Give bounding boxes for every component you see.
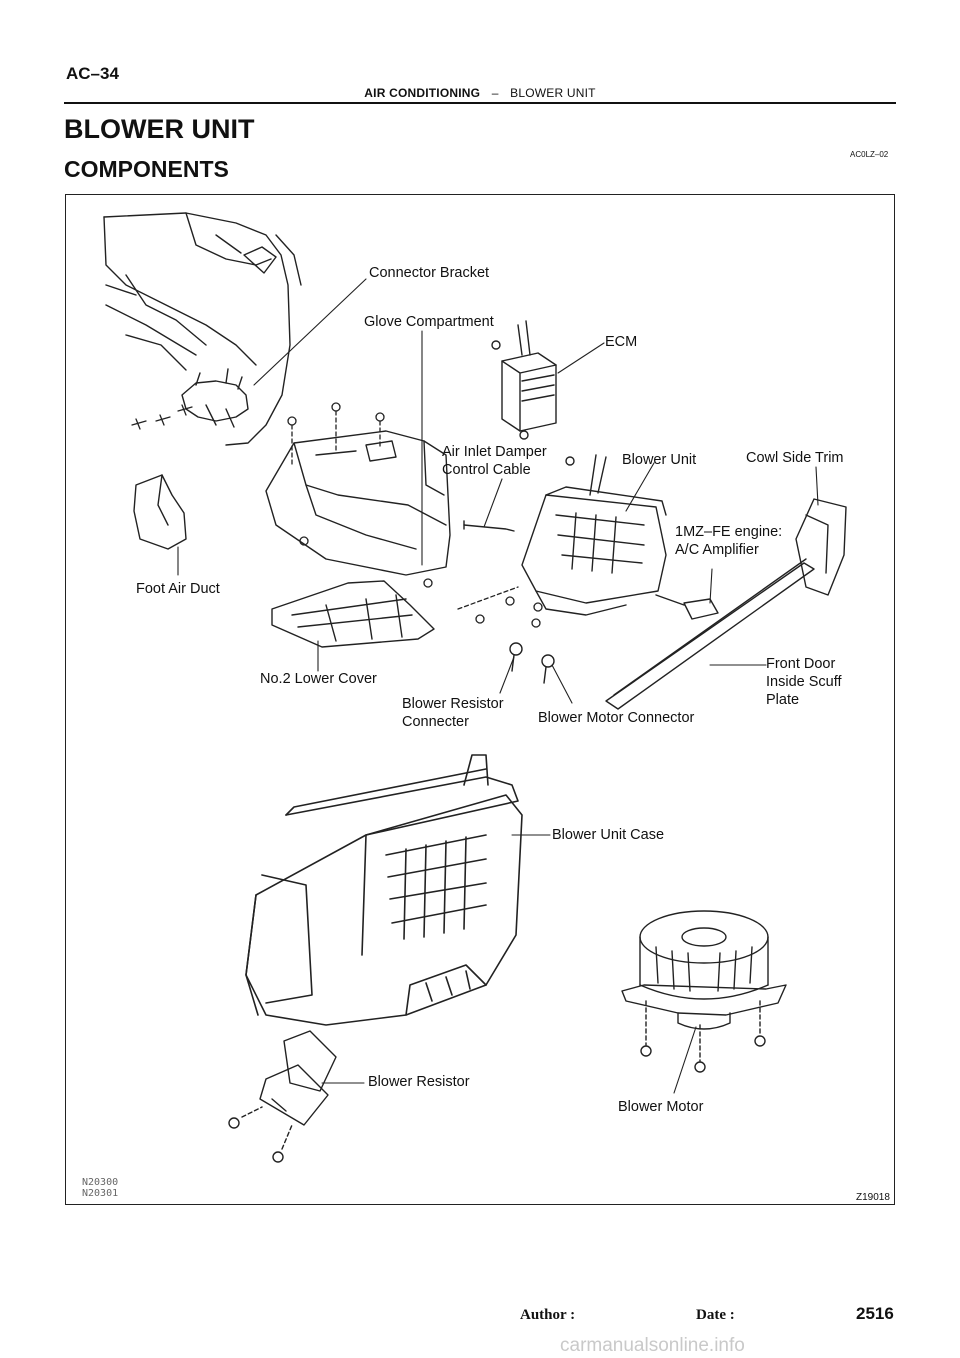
figure-stamp-line2: N20301	[82, 1188, 119, 1199]
leader-lines	[177, 278, 819, 1094]
exploded-diagram	[103, 212, 847, 1163]
section-subtitle: BLOWER UNIT	[510, 86, 596, 100]
scuff-plate-drawing	[605, 558, 815, 710]
components-figure: Connector Bracket Glove Compartment ECM …	[65, 194, 895, 1205]
label-scuff-plate: Front Door Inside Scuff Plate	[766, 655, 842, 709]
label-blower-resistor: Blower Resistor	[368, 1074, 470, 1090]
dashboard-drawing	[103, 212, 302, 446]
bracket-screws	[131, 404, 193, 430]
page-title: BLOWER UNIT	[64, 114, 255, 144]
blower-unit-case-drawing	[245, 754, 523, 1026]
page-subtitle: COMPONENTS	[64, 156, 229, 182]
section-title: AIR CONDITIONING	[364, 86, 481, 100]
footer-author-label: Author :	[520, 1307, 576, 1323]
label-air-inlet-line2: Control Cable	[442, 462, 531, 478]
label-scuff-line3: Plate	[766, 692, 800, 708]
label-cowl-side-trim: Cowl Side Trim	[746, 450, 844, 466]
label-scuff-line2: Inside Scuff	[766, 674, 842, 690]
label-lower-cover: No.2 Lower Cover	[260, 671, 377, 687]
glove-compartment-drawing	[265, 430, 451, 576]
blower-screws	[457, 586, 543, 628]
label-blower-motor-connector: Blower Motor Connector	[538, 710, 695, 726]
cowl-trim-drawing	[795, 498, 847, 596]
glove-screws	[291, 410, 381, 466]
label-blower-resistor-connecter: Blower Resistor Connecter	[402, 695, 504, 731]
blower-resistor-drawing	[228, 1030, 337, 1163]
label-resistor-conn-line2: Connecter	[402, 714, 469, 730]
section-header: AIR CONDITIONING – BLOWER UNIT	[0, 86, 960, 100]
label-glove-compartment: Glove Compartment	[364, 314, 494, 330]
label-blower-unit: Blower Unit	[622, 452, 697, 468]
label-amplifier-line2: A/C Amplifier	[675, 542, 759, 558]
figure-stamp-line1: N20300	[82, 1177, 119, 1188]
label-ecm: ECM	[605, 334, 638, 350]
footer-date-label: Date :	[696, 1307, 735, 1323]
figure-stamp: N20300 N20301	[82, 1177, 118, 1199]
label-air-inlet-damper: Air Inlet Damper Control Cable	[442, 443, 547, 479]
ecm-drawing	[491, 320, 557, 440]
label-connector-bracket: Connector Bracket	[369, 265, 490, 281]
foot-air-duct-drawing	[133, 474, 187, 550]
section-separator: –	[491, 86, 499, 100]
blower-unit-drawing	[521, 454, 667, 616]
lower-cover-drawing	[271, 580, 435, 648]
label-ac-amplifier: 1MZ–FE engine: A/C Amplifier	[675, 523, 782, 559]
label-amplifier-line1: 1MZ–FE engine:	[675, 524, 783, 540]
figure-id: Z19018	[856, 1192, 890, 1203]
label-blower-unit-case: Blower Unit Case	[552, 827, 665, 843]
glove-screw-heads	[287, 402, 433, 588]
watermark-text: carmanualsonline.info	[560, 1335, 745, 1356]
amplifier-drawing	[655, 594, 719, 620]
connectors-drawing	[509, 642, 555, 684]
control-cable-drawing	[463, 520, 515, 532]
label-foot-air-duct: Foot Air Duct	[136, 581, 220, 597]
label-scuff-line1: Front Door	[766, 656, 836, 672]
blower-motor-drawing	[621, 910, 787, 1073]
label-resistor-conn-line1: Blower Resistor	[402, 696, 504, 712]
connector-bracket-drawing	[181, 368, 249, 428]
page-code: AC–34	[66, 64, 119, 83]
header-rule	[64, 102, 896, 104]
label-air-inlet-line1: Air Inlet Damper	[442, 444, 547, 460]
document-code: AC0LZ–02	[850, 150, 889, 159]
footer-page-number: 2516	[856, 1304, 894, 1323]
label-blower-motor: Blower Motor	[618, 1099, 704, 1115]
